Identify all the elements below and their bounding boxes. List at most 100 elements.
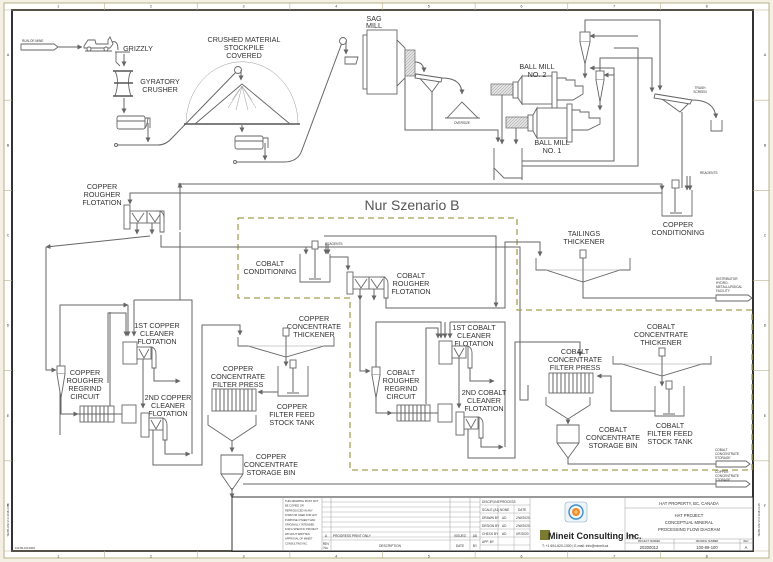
svg-text:PROCESS: PROCESS	[500, 500, 516, 504]
notice-line: APPROVAL OF MINEIT	[285, 537, 313, 541]
svg-text:COPPER: COPPER	[663, 220, 693, 229]
grid-row-D-right: D	[764, 324, 767, 328]
svg-text:2/W/2020: 2/W/2020	[516, 516, 530, 520]
cobalt-1st-cleaner: 1ST COBALT CLEANER FLOTATION	[438, 323, 496, 369]
svg-text:TITLE: TITLE	[628, 534, 635, 538]
svg-text:GRIZZLY: GRIZZLY	[123, 44, 153, 53]
svg-text:DRAWING NUMBER: DRAWING NUMBER	[696, 540, 719, 543]
svg-text:CRUSHER: CRUSHER	[142, 85, 178, 94]
trash-screen: TRASH SCREEN	[653, 86, 723, 132]
grid-column-7-top: 7	[613, 5, 615, 9]
svg-text:TAILINGS: TAILINGS	[568, 229, 600, 238]
notice-line: BE COPIED OR	[285, 504, 304, 508]
svg-text:METALLURGICAL: METALLURGICAL	[716, 285, 743, 289]
tailings-thickener: TAILINGS THICKENER DISTRIBUTOR HYDRO- ME…	[535, 229, 753, 302]
notice-line: PURPOSE OTHER THAN	[285, 518, 315, 522]
svg-text:COPPER: COPPER	[299, 314, 329, 323]
svg-text:ROUGHER: ROUGHER	[84, 190, 121, 199]
drawing-number: 100-89-100	[696, 545, 718, 550]
svg-text:THICKENER: THICKENER	[640, 338, 682, 347]
cobalt-regrind-circuit: COBALT ROUGHER REGRIND CIRCUIT	[371, 366, 453, 423]
copper-concentrate-thickener: COPPER CONCENTRATE THICKENER	[237, 314, 341, 367]
grid-column-3-top: 3	[243, 5, 245, 9]
grid-column-7-bottom: 7	[613, 555, 615, 559]
svg-text:FLOTATION: FLOTATION	[454, 339, 493, 348]
cobalt-concentrate-thickener: COBALT CONCENTRATE THICKENER	[612, 322, 712, 387]
svg-text:SCALE (A1): SCALE (A1)	[482, 508, 499, 512]
template-version: TEMPLATE V1.0 2018-11-06	[6, 503, 10, 537]
svg-text:AD: AD	[502, 516, 507, 520]
drawing-title-line-1: HAT PROJECT	[675, 513, 704, 518]
cobalt-concentrate-storage-outlet: COBALT CONCENTRATE STORAGE	[715, 448, 751, 468]
svg-text:CLEANER: CLEANER	[140, 329, 174, 338]
grid-column-2-top: 2	[150, 5, 152, 9]
file-name: 100-89-100.DWG	[15, 546, 35, 550]
svg-text:DISTRIBUTOR: DISTRIBUTOR	[716, 277, 738, 281]
svg-text:COBALT: COBALT	[561, 347, 590, 356]
cobalt-2nd-cleaner: 2ND COBALT CLEANER FLOTATION	[455, 388, 507, 439]
svg-text:0/F/2020: 0/F/2020	[516, 532, 529, 536]
svg-text:REAGENTS: REAGENTS	[325, 242, 343, 246]
svg-text:COPPER: COPPER	[87, 182, 117, 191]
svg-text:NO. 2: NO. 2	[528, 70, 547, 79]
svg-text:APP. BY: APP. BY	[482, 540, 495, 544]
copper-1st-cleaner: 1ST COPPER CLEANER FLOTATION	[122, 321, 180, 369]
grid-column-4-top: 4	[335, 5, 337, 9]
svg-text:CONCENTRATE: CONCENTRATE	[715, 474, 739, 478]
svg-text:DATE: DATE	[518, 508, 526, 512]
svg-text:AD: AD	[502, 524, 507, 528]
cobalt-rougher-flotation: COBALT ROUGHER FLOTATION	[346, 271, 431, 301]
grid-row-E-left: E	[7, 414, 10, 418]
grid-column-8-bottom: 8	[706, 555, 708, 559]
svg-text:STORAGE BIN: STORAGE BIN	[247, 468, 296, 477]
grid-row-B-left: B	[7, 143, 10, 147]
svg-text:FILTER FEED: FILTER FEED	[269, 410, 314, 419]
grid-column-5-bottom: 5	[428, 555, 430, 559]
svg-text:OVERSIZE: OVERSIZE	[454, 121, 470, 125]
cobalt-concentrate-storage-bin: COBALT CONCENTRATE STORAGE BIN	[556, 424, 640, 459]
svg-text:RUN-OF-MINE: RUN-OF-MINE	[22, 39, 43, 43]
notice-line: FOR A SPECIFIC PROJECT	[285, 527, 319, 531]
sag-mill: SAG MILL	[339, 14, 416, 95]
property-name: HAT PROPERTY, BC, CANADA	[659, 501, 719, 506]
svg-text:STORAGE: STORAGE	[715, 456, 731, 460]
grid-column-3-bottom: 3	[243, 555, 245, 559]
cobalt-conditioning: COBALT CONDITIONING REAGENTS	[243, 240, 343, 283]
svg-text:DATE: DATE	[456, 544, 464, 548]
sag-screen	[414, 73, 443, 93]
svg-text:CLEANER: CLEANER	[457, 331, 491, 340]
svg-text:CLEANER: CLEANER	[151, 401, 185, 410]
drawing-title-line-3: PROCESSING FLOW DIAGRAM	[658, 527, 720, 532]
svg-text:FLOTATION: FLOTATION	[391, 287, 430, 296]
oversize-pile: OVERSIZE	[445, 101, 480, 125]
copper-2nd-cleaner: 2ND COPPER CLEANER FLOTATION	[140, 393, 191, 441]
svg-text:STOCK TANK: STOCK TANK	[647, 437, 692, 446]
template-version-right: TEMPLATE V1.0 2018-11-06	[757, 503, 761, 537]
svg-text:FLOTATION: FLOTATION	[148, 409, 187, 418]
scenario-b-region: Nur Szenario B	[237, 197, 753, 471]
svg-text:CONDITIONING: CONDITIONING	[243, 267, 297, 276]
svg-text:COPPER: COPPER	[277, 402, 307, 411]
revision-letter: A	[325, 534, 328, 538]
svg-text:CLEANER: CLEANER	[467, 396, 501, 405]
revision-description: PROGRESS PRINT ONLY	[333, 534, 372, 538]
svg-text:CHECK BY: CHECK BY	[482, 532, 499, 536]
svg-text:DESCRIPTION: DESCRIPTION	[379, 544, 401, 548]
notice-line: THIS DRAWING MUST NOT	[285, 499, 319, 503]
grid-row-A-right: A	[764, 53, 767, 57]
svg-text:COBALT: COBALT	[715, 448, 728, 452]
svg-text:PROJECT NUMBER: PROJECT NUMBER	[638, 540, 660, 543]
grid-row-C-right: C	[764, 233, 767, 237]
svg-text:COBALT: COBALT	[647, 322, 676, 331]
svg-text:STORAGE: STORAGE	[715, 478, 731, 482]
notice-line: WITHOUT WRITTEN	[285, 532, 310, 536]
company-logo-icon	[564, 501, 588, 523]
grid-column-5-top: 5	[428, 5, 430, 9]
svg-text:1ST COPPER: 1ST COPPER	[134, 321, 179, 330]
svg-text:2/W/2020: 2/W/2020	[516, 524, 530, 528]
svg-text:COPPER: COPPER	[256, 452, 286, 461]
svg-text:CIRCUIT: CIRCUIT	[70, 392, 100, 401]
svg-text:COBALT: COBALT	[387, 368, 416, 377]
